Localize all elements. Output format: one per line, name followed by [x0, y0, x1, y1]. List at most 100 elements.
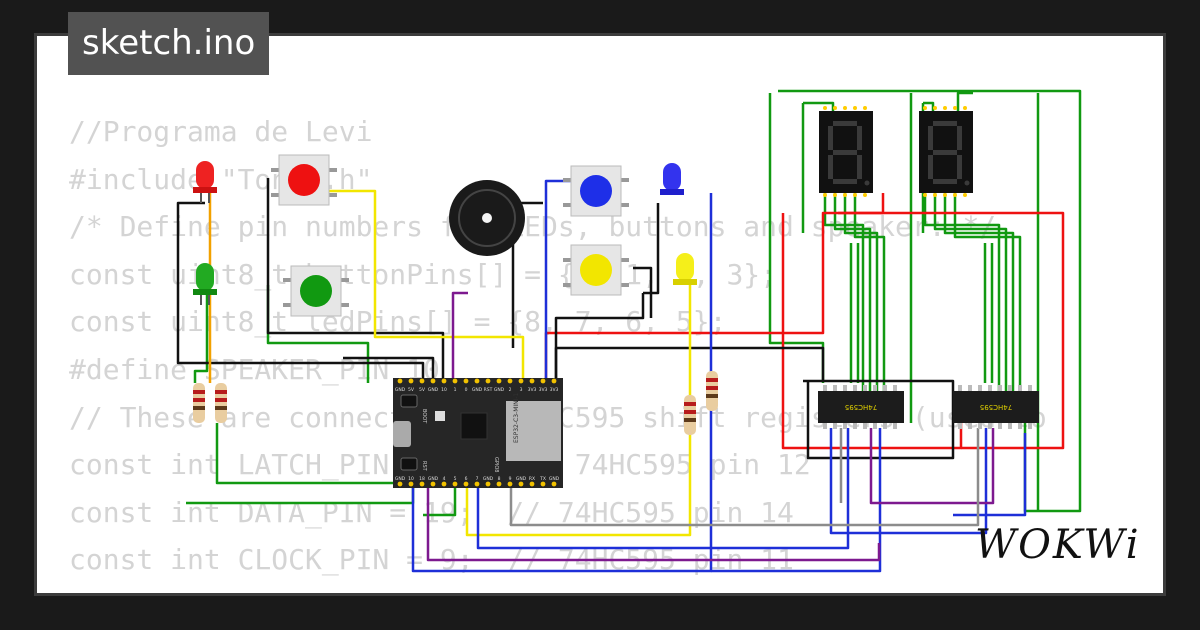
rst-label: RST — [421, 461, 427, 472]
usb-port — [393, 421, 411, 447]
board-pin-label: 1 — [454, 387, 457, 393]
board-pin[interactable] — [463, 481, 469, 487]
file-tab[interactable]: sketch.ino — [68, 12, 270, 75]
wire — [833, 191, 872, 398]
board-pin-label: RX — [529, 476, 535, 482]
board-pin[interactable] — [452, 378, 458, 384]
board-pin-label: GND — [395, 476, 406, 482]
wire — [451, 291, 468, 381]
board-pin-label: GND — [428, 476, 439, 482]
board-pin-label: 3V3 — [539, 387, 548, 393]
wire — [933, 191, 1008, 398]
wire — [923, 191, 1001, 398]
board-pin[interactable] — [496, 378, 502, 384]
wokwi-logo[interactable]: WOKWi — [975, 522, 1141, 568]
wire — [768, 93, 825, 383]
resistor — [193, 383, 205, 423]
wire — [476, 428, 850, 550]
pushbutton-green[interactable] — [283, 265, 349, 317]
board-pin[interactable] — [397, 378, 403, 384]
wire — [849, 243, 860, 383]
wire — [801, 101, 835, 233]
board-pin[interactable] — [419, 481, 425, 487]
board-pin[interactable] — [430, 481, 436, 487]
wire — [423, 485, 457, 517]
pushbutton-yellow[interactable] — [563, 244, 629, 296]
reset-button[interactable] — [400, 457, 418, 471]
wire — [983, 243, 994, 383]
board-pin-label: 10 — [408, 476, 414, 482]
board-pin[interactable] — [430, 378, 436, 384]
pushbutton-blue[interactable] — [563, 165, 629, 217]
code-line: #define MAX_GAME_LENGTH 100 — [69, 584, 1047, 593]
gpio8-label: GPIO8 — [493, 457, 499, 472]
seven-segment-display — [919, 106, 973, 197]
board-pin-label: GND — [428, 387, 439, 393]
board-pin-label: 9 — [509, 476, 512, 482]
board-pin[interactable] — [485, 481, 491, 487]
seven-segment-display — [819, 106, 873, 197]
board-pin[interactable] — [518, 378, 524, 384]
board-pin[interactable] — [496, 481, 502, 487]
board-pin[interactable] — [474, 481, 480, 487]
editor-card: //Programa de Levi#include "Tones.h"/* D… — [34, 33, 1166, 596]
board-pin-label: 3V3 — [550, 387, 559, 393]
board-pin[interactable] — [441, 481, 447, 487]
board-pin-label: 3 — [520, 387, 523, 393]
module-label: ESP32-C3-MINI-1 — [513, 392, 520, 443]
board-pin-label: 5V — [419, 387, 426, 393]
wire — [343, 356, 435, 381]
board-pin[interactable] — [540, 378, 546, 384]
shift-register-74hc595: 74HC595 — [953, 385, 1039, 429]
wire — [829, 428, 988, 535]
shift-register-74hc595: 74HC595 — [818, 385, 904, 429]
board-pin[interactable] — [441, 378, 447, 384]
board-pin[interactable] — [507, 481, 513, 487]
board-pin[interactable] — [397, 481, 403, 487]
pushbutton-red[interactable] — [271, 154, 337, 206]
board-pin[interactable] — [474, 378, 480, 384]
board-pin-label: GND — [549, 476, 560, 482]
wire — [554, 293, 645, 381]
board-pin-label: 18 — [419, 476, 425, 482]
board-pin-label: TX — [539, 476, 546, 482]
board-pin[interactable] — [408, 378, 414, 384]
board-pin[interactable] — [507, 378, 513, 384]
board-pin[interactable] — [551, 378, 557, 384]
wire — [953, 191, 1022, 398]
board-pin[interactable] — [463, 378, 469, 384]
board-pin-label: 5 — [454, 476, 457, 482]
board-pin[interactable] — [551, 481, 557, 487]
led-blue[interactable] — [660, 163, 684, 195]
board-pin-label: GND — [516, 476, 527, 482]
board-pin[interactable] — [529, 378, 535, 384]
board-pin-label: 3V3 — [528, 387, 537, 393]
board-pin[interactable] — [540, 481, 546, 487]
board-pin-label: RST — [484, 387, 493, 393]
board-pin[interactable] — [408, 481, 414, 487]
wire — [711, 428, 882, 573]
buzzer[interactable] — [449, 180, 525, 256]
board-pin-label: 4 — [443, 476, 446, 482]
code-line: //Programa de Levi — [69, 115, 373, 148]
led-green[interactable] — [193, 263, 217, 305]
boot-button[interactable] — [400, 394, 418, 408]
board-pin-label: GND — [472, 387, 483, 393]
esp32-module — [506, 401, 561, 461]
led-red[interactable] — [193, 161, 217, 203]
wire — [509, 428, 980, 527]
wire — [869, 428, 995, 505]
board-pin[interactable] — [419, 378, 425, 384]
wire — [633, 266, 653, 318]
shift-register-label: 74HC595 — [980, 403, 1012, 411]
board-pin[interactable] — [529, 481, 535, 487]
chip — [460, 412, 488, 440]
led-yellow[interactable] — [673, 253, 697, 285]
wire — [193, 293, 209, 383]
board-pin[interactable] — [485, 378, 491, 384]
board-pin[interactable] — [518, 481, 524, 487]
board-pin[interactable] — [452, 481, 458, 487]
wire — [328, 189, 525, 381]
